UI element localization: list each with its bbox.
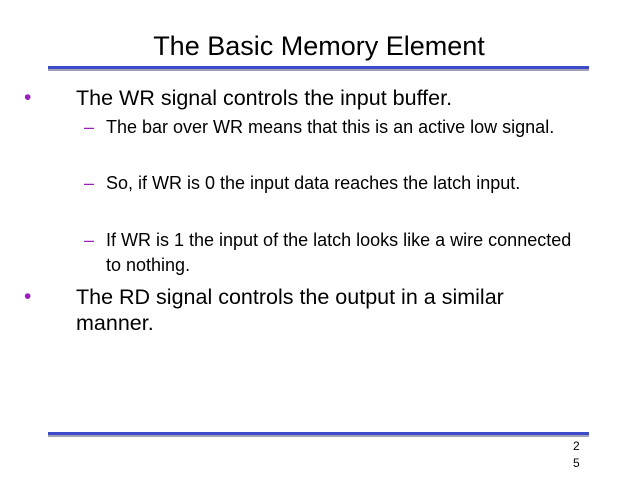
- page-number-digit: 2: [573, 439, 580, 453]
- sub-bullet-text: The bar over WR means that this is an ac…: [106, 117, 555, 137]
- top-divider: [48, 66, 589, 69]
- sub-bullet-marker: –: [84, 230, 95, 250]
- bottom-divider: [48, 432, 589, 435]
- sub-bullet-item: – The bar over WR means that this is an …: [84, 115, 576, 140]
- sub-bullet-item: – If WR is 1 the input of the latch look…: [84, 228, 576, 278]
- slide-title: The Basic Memory Element: [153, 31, 485, 61]
- bullet-marker: •: [24, 285, 32, 308]
- bullet-item: • The WR signal controls the input buffe…: [24, 85, 576, 111]
- page-number: 2 5: [573, 438, 587, 472]
- bullet-text: The WR signal controls the input buffer.: [76, 86, 453, 110]
- bullet-item: • The RD signal controls the output in a…: [24, 284, 576, 336]
- bullet-marker: •: [24, 86, 32, 109]
- top-divider-shadow: [48, 69, 589, 71]
- bottom-divider-shadow: [48, 435, 589, 437]
- bullet-text: The RD signal controls the output in a s…: [76, 285, 504, 335]
- sub-bullet-marker: –: [84, 173, 95, 193]
- page-number-digit: 5: [573, 456, 580, 470]
- sub-bullet-item: – So, if WR is 0 the input data reaches …: [84, 171, 576, 196]
- sub-bullet-text: If WR is 1 the input of the latch looks …: [106, 230, 572, 275]
- sub-bullet-text: So, if WR is 0 the input data reaches th…: [106, 173, 521, 193]
- sub-bullet-marker: –: [84, 117, 95, 137]
